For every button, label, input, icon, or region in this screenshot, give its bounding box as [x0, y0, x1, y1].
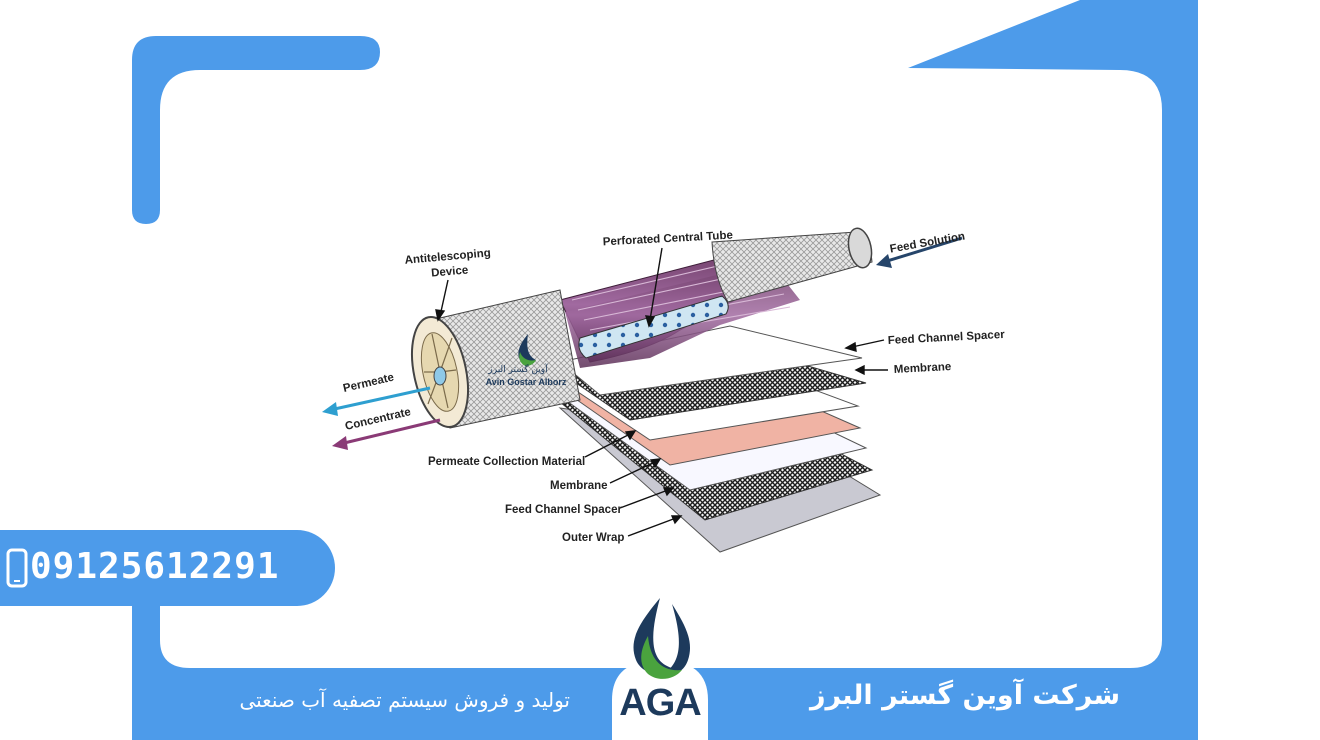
label-permeate-collection-material: Permeate Collection Material — [428, 456, 585, 468]
footer-company-name: شرکت آوین گستر البرز — [809, 680, 1120, 711]
aga-logo-text: AGA — [619, 682, 701, 724]
label-permeate: Permeate — [342, 372, 395, 395]
label-feed-solution: Feed Solution — [889, 231, 966, 256]
phone-number[interactable]: 09125612291 — [30, 546, 280, 587]
label-device: Device — [431, 264, 469, 279]
mobile-phone-icon — [6, 548, 28, 588]
label-outer-wrap: Outer Wrap — [562, 532, 624, 544]
label-antitelescoping: Antitelescoping — [404, 247, 491, 266]
watermark-persian: آوین گستر البرز — [487, 363, 548, 375]
footer-tagline: تولید و فروش سیستم تصفیه آب صنعتی — [239, 688, 570, 712]
label-membrane-top: Membrane — [894, 361, 952, 376]
label-feed-channel-spacer-bottom: Feed Channel Spacer — [505, 504, 622, 516]
phone-banner[interactable] — [0, 530, 335, 606]
label-feed-channel-spacer-top: Feed Channel Spacer — [888, 329, 1006, 347]
label-membrane-bottom: Membrane — [550, 480, 608, 492]
watermark-english: Avin Gostar Alborz — [486, 377, 567, 387]
